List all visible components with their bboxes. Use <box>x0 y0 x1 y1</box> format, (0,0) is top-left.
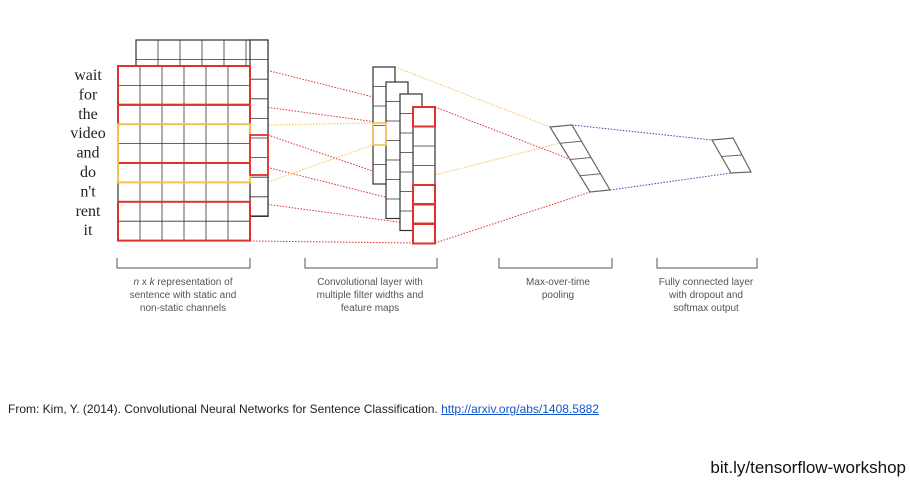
conn-yellow-1 <box>267 122 374 126</box>
input-caption-line-2: sentence with static and <box>130 290 237 301</box>
connection-lines <box>249 65 732 244</box>
conn-red-pool-2 <box>434 191 591 244</box>
input-caption-line-1: n x k representation of <box>134 277 233 288</box>
conv-caption: Convolutional layer with multiple filter… <box>317 277 424 314</box>
pool-caption-line-1: Max-over-time <box>526 277 590 288</box>
conn-yellow-pool-2 <box>434 139 573 176</box>
caption-brackets <box>116 258 758 269</box>
footer-url: bit.ly/tensorflow-workshop <box>710 458 906 477</box>
pool-vector-cell-line <box>579 173 601 177</box>
conn-red-2b <box>249 162 414 205</box>
input-caption: n x k representation of sentence with st… <box>130 277 237 314</box>
word-label: n't <box>80 183 96 200</box>
conv-caption-line-1: Convolutional layer with <box>317 277 423 288</box>
fc-caption-line-3: softmax output <box>673 303 739 314</box>
fc-caption: Fully connected layer with dropout and s… <box>659 277 754 314</box>
word-label: it <box>84 222 93 239</box>
word-label: for <box>79 86 98 103</box>
pool-vector-cell-line <box>559 140 582 144</box>
sentence-words: wait for the video and do n't rent it <box>70 67 106 239</box>
word-label: rent <box>76 203 101 220</box>
conn-red-1b <box>249 104 414 128</box>
input-matrix-front-channel <box>117 65 269 242</box>
input-caption-line-3: non-static channels <box>140 303 226 314</box>
word-label: the <box>78 106 98 123</box>
front-channel-grid <box>117 65 251 242</box>
conn-red-3b <box>249 240 414 244</box>
source-citation-text: From: Kim, Y. (2014). Convolutional Neur… <box>8 402 438 416</box>
pooling-layer-vector <box>548 124 611 193</box>
word-label: and <box>76 145 99 162</box>
conn-red-1a <box>249 65 414 108</box>
feature-map-active-cell <box>412 223 436 245</box>
bracket-pool <box>498 258 613 269</box>
bracket-input <box>116 258 251 269</box>
source-link[interactable]: http://arxiv.org/abs/1408.5882 <box>441 402 599 416</box>
conn-blue-1 <box>571 124 713 141</box>
fc-vector-cell-line <box>721 154 743 157</box>
source-citation: From: Kim, Y. (2014). Convolutional Neur… <box>8 402 599 416</box>
feature-maps <box>372 66 436 245</box>
pool-vector-cell-line <box>569 157 592 160</box>
pool-caption: Max-over-time pooling <box>526 277 590 301</box>
word-label: video <box>70 125 106 142</box>
conn-yellow-2 <box>267 144 374 183</box>
conn-red-3a <box>249 201 414 225</box>
conv-caption-line-2: multiple filter widths and <box>317 290 424 301</box>
conn-red-pool-1 <box>434 106 573 161</box>
bracket-fc <box>656 258 758 269</box>
fc-caption-line-1: Fully connected layer <box>659 277 754 288</box>
word-label: do <box>80 164 96 181</box>
filter-window-red-bottom <box>117 200 251 242</box>
fc-caption-line-2: with dropout and <box>668 290 743 301</box>
back-channel-side <box>249 39 269 217</box>
conn-yellow-pool-1 <box>394 66 551 128</box>
feature-map-yellow-cell <box>372 122 387 146</box>
fully-connected-output-vector <box>711 137 752 174</box>
side-filter-red <box>249 134 269 176</box>
conn-blue-2 <box>609 172 732 191</box>
bracket-conv <box>304 258 438 269</box>
pool-caption-line-2: pooling <box>542 290 574 301</box>
feature-map-active-cell <box>412 106 436 128</box>
word-label: wait <box>74 67 102 84</box>
conv-caption-line-3: feature maps <box>341 303 399 314</box>
